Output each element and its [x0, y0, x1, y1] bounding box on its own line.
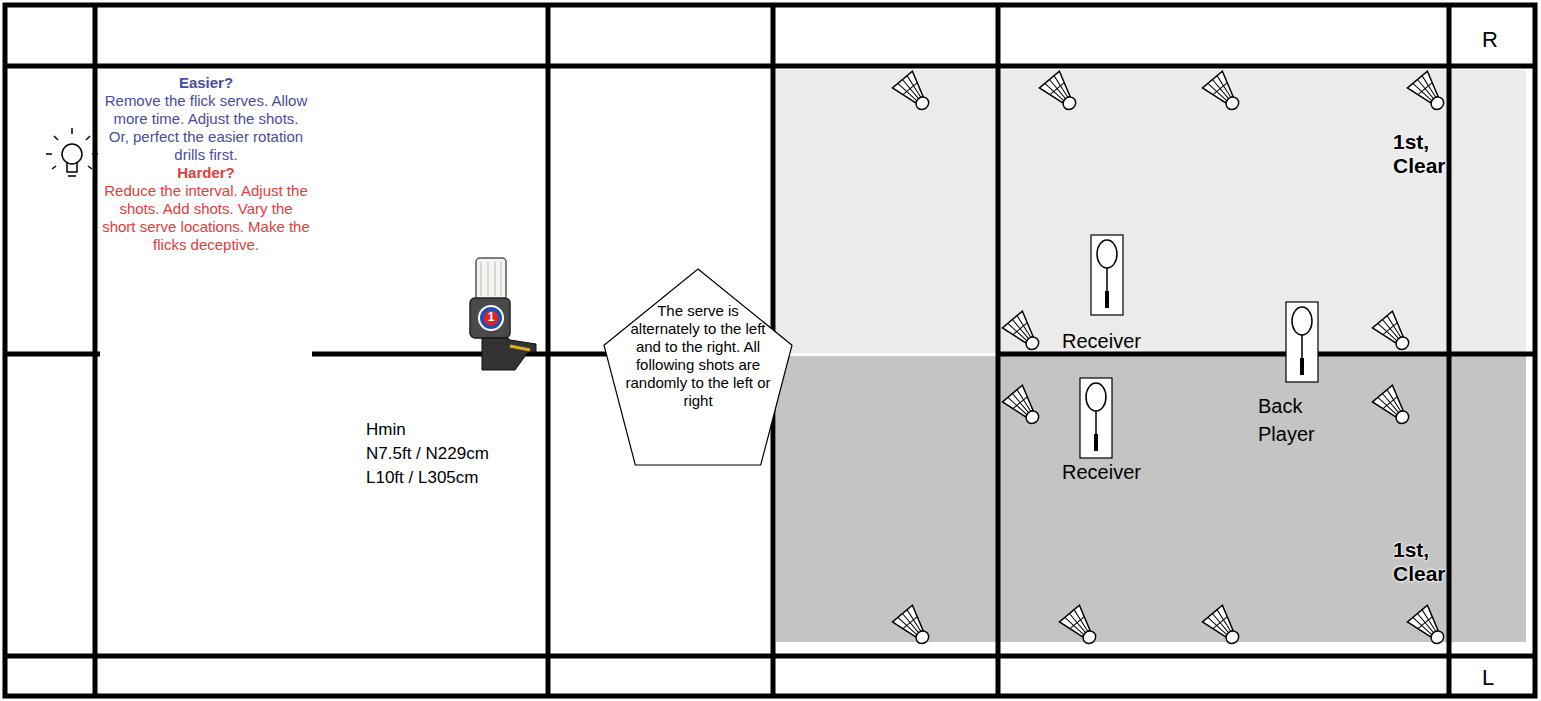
player-label: Receiver — [1062, 329, 1141, 353]
player-label: Receiver — [1062, 460, 1141, 484]
lightbulb-icon — [46, 128, 98, 176]
shuttle-icons — [892, 71, 1451, 650]
callout-number: 1 — [484, 310, 498, 324]
height-label: L10ft / L305cm — [366, 468, 478, 488]
tips-box: Easier?Remove the flick serves. Allow mo… — [100, 74, 312, 436]
court-half-right — [776, 70, 1526, 353]
tip-heading: Harder? — [102, 164, 310, 182]
note-pentagon: The serve is alternately to the left and… — [603, 268, 793, 466]
court-half-left — [776, 356, 1526, 642]
player-label: Back Player — [1258, 392, 1336, 448]
tip-heading: Easier? — [102, 74, 310, 92]
note-text: The serve is alternately to the left and… — [623, 302, 773, 410]
side-letter: L — [1482, 665, 1494, 691]
text-column: The serve is alternately to the left and… — [623, 302, 773, 410]
tip-text: Remove the flick serves. Allow more time… — [102, 92, 310, 164]
shuttle-machine — [470, 258, 536, 370]
height-label: N7.5ft / N229cm — [366, 444, 489, 464]
court-lines — [5, 5, 1535, 696]
text-column: Easier?Remove the flick serves. Allow mo… — [102, 74, 310, 254]
height-label: Hmin — [366, 420, 406, 440]
shot-label: 1st, Clear — [1393, 538, 1483, 586]
side-letter: R — [1482, 27, 1498, 53]
shot-label: 1st, Clear — [1393, 130, 1483, 178]
tip-text: Reduce the interval. Adjust the shots. A… — [102, 182, 310, 254]
